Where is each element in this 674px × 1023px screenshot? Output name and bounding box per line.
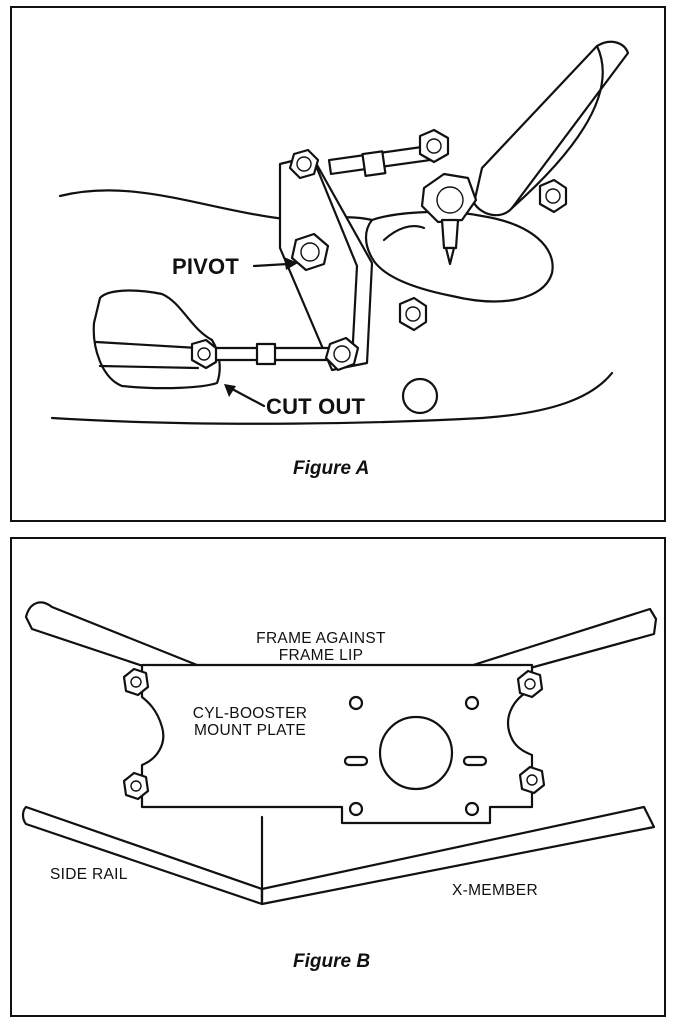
pivot-label: PIVOT <box>172 254 240 279</box>
pivot-arrow <box>252 257 298 270</box>
frame-bottom-edge <box>50 371 614 425</box>
plate-label-line1: CYL-BOOSTER <box>192 705 308 722</box>
frame-hole <box>401 377 439 415</box>
slot-left <box>343 755 369 767</box>
bolt-rod-left <box>190 338 218 370</box>
bolt-bottom-right <box>518 765 546 795</box>
side-rail <box>21 805 264 906</box>
figure-b-caption: Figure B <box>293 951 371 972</box>
cut-out-label: CUT OUT <box>266 394 366 419</box>
figure-b-panel: FRAME AGAINST FRAME LIP CYL-BOOSTER MOUN… <box>10 537 666 1017</box>
figure-a-panel: PIVOT CUT OUT Figure A <box>10 6 666 522</box>
slot-right <box>462 755 488 767</box>
mount-plate <box>140 663 534 825</box>
bolt-lower-bracket <box>324 336 360 372</box>
cut-out-arrow <box>224 384 266 408</box>
side-rail-label: SIDE RAIL <box>50 866 128 883</box>
frame-against-label: FRAME AGAINST <box>256 630 386 647</box>
x-member-label: X-MEMBER <box>452 882 538 899</box>
hole-bottom-left <box>348 801 364 817</box>
bolt-arm-pivot <box>420 172 478 266</box>
bolt-right <box>538 178 568 214</box>
figure-a-drawing <box>50 40 630 425</box>
mount-boss-outline <box>364 210 554 303</box>
bolt-lower-right <box>398 296 428 332</box>
bolt-top-right <box>516 669 544 699</box>
cut-out-bay <box>92 289 221 390</box>
bolt-rod-end-upper <box>418 128 450 164</box>
bolt-pivot <box>290 232 330 272</box>
bolt-top-left <box>122 667 150 697</box>
plate-label-line2: MOUNT PLATE <box>193 722 307 739</box>
bolt-upper-bracket <box>288 148 320 180</box>
pedal-arm <box>472 40 630 217</box>
hole-top-left <box>348 695 364 711</box>
hole-bottom-right <box>464 801 480 817</box>
figure-b-drawing <box>21 601 658 906</box>
frame-lip-label: FRAME LIP <box>278 647 364 664</box>
figure-a-caption: Figure A <box>293 458 370 479</box>
hole-top-right <box>464 695 480 711</box>
center-bore <box>378 715 454 791</box>
bolt-bottom-left <box>122 771 150 801</box>
